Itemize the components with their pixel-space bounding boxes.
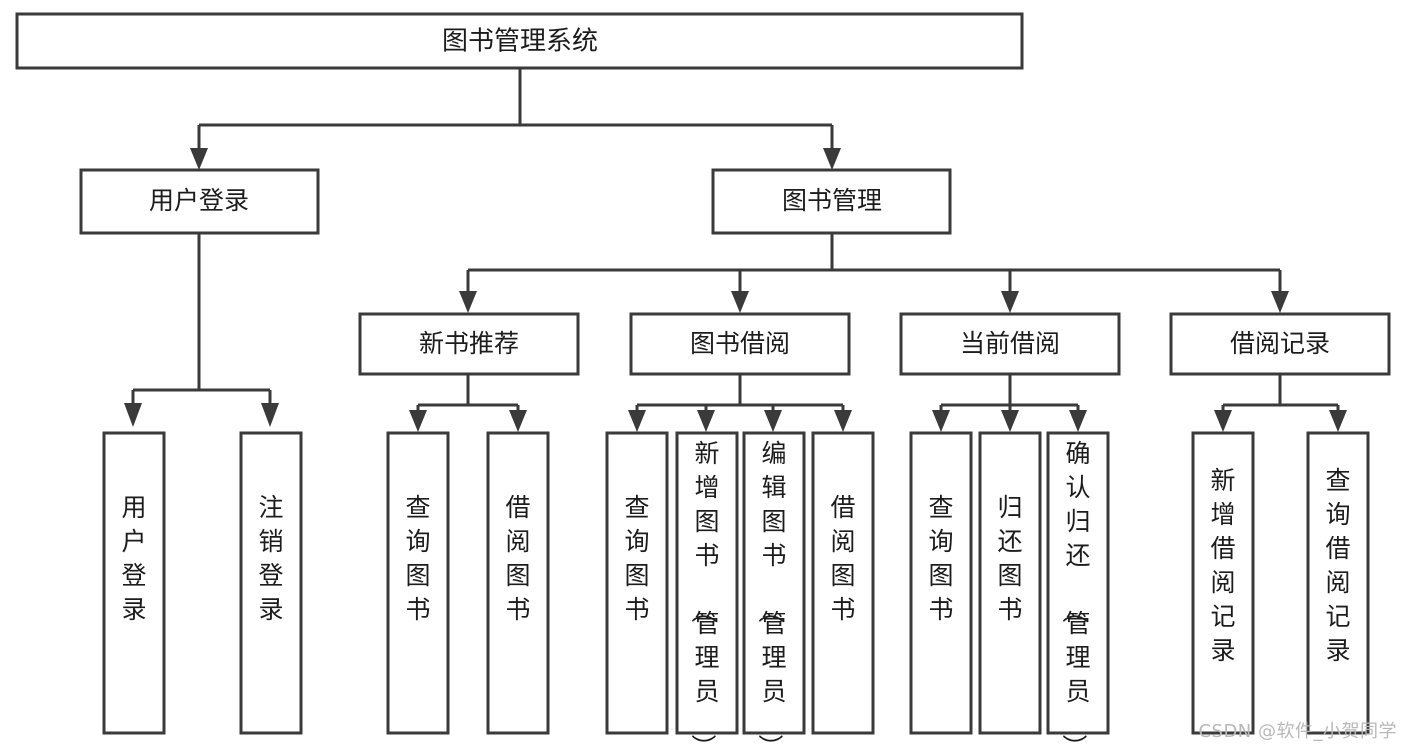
node-book-management[interactable]: 图书管理 — [711, 168, 952, 235]
leaf-return-book[interactable]: 归还图书 — [978, 431, 1042, 735]
arrow-head-leaf-return-book — [1001, 410, 1019, 432]
leaf-add-book-box[interactable] — [675, 431, 739, 735]
arrow-head-book-management — [823, 148, 841, 170]
leaf-add-book-label: 新增图书（管理员） — [688, 439, 719, 747]
node-borrow-record[interactable]: 借阅记录 — [1169, 312, 1391, 376]
arrow-head-leaf-add-record — [1214, 410, 1232, 432]
node-book-borrow-box[interactable] — [629, 312, 851, 376]
arrow-head-current-borrow — [1001, 291, 1019, 313]
connector-group-book-management — [459, 233, 1289, 313]
connector-group-current-borrow — [932, 374, 1087, 432]
arrow-head-leaf-borrow-book-1 — [509, 410, 527, 432]
leaf-query-book-3[interactable]: 查询图书 — [909, 431, 973, 735]
leaf-query-book-1-box[interactable] — [386, 431, 450, 735]
leaf-return-book-label: 归还图书 — [997, 493, 1022, 624]
leaf-confirm-return[interactable]: 确认归还（管理员） — [1046, 431, 1110, 747]
arrow-head-leaf-user-login — [124, 403, 142, 427]
leaf-query-book-2-label: 查询图书 — [624, 493, 649, 624]
arrow-head-leaf-add-book — [697, 410, 715, 432]
leaf-borrow-book-2[interactable]: 借阅图书 — [811, 431, 875, 735]
arrow-head-leaf-query-book-1 — [409, 410, 427, 432]
leaf-return-book-box[interactable] — [978, 431, 1042, 735]
leaf-borrow-book-2-box[interactable] — [811, 431, 875, 735]
leaf-query-book-1[interactable]: 查询图书 — [386, 431, 450, 735]
leaf-add-record-box[interactable] — [1191, 431, 1255, 735]
leaf-borrow-book-1[interactable]: 借阅图书 — [486, 431, 550, 735]
leaf-borrow-book-1-label: 借阅图书 — [505, 493, 530, 624]
leaf-query-record-box[interactable] — [1306, 431, 1370, 735]
node-book-management-box[interactable] — [711, 168, 952, 235]
leaf-logout-label: 注销登录 — [258, 493, 283, 624]
arrow-head-book-borrow — [731, 291, 749, 313]
leaf-edit-book[interactable]: 编辑图书（管理员） — [742, 431, 806, 747]
leaf-edit-book-box[interactable] — [742, 431, 806, 735]
node-book-management-label: 图书管理 — [782, 186, 882, 215]
arrow-head-leaf-logout — [261, 403, 279, 427]
connector-group-user-login — [124, 233, 279, 427]
node-root-box[interactable] — [15, 12, 1024, 70]
node-book-borrow[interactable]: 图书借阅 — [629, 312, 851, 376]
node-user-login-box[interactable] — [79, 168, 320, 235]
leaf-edit-book-label: 编辑图书（管理员） — [755, 439, 786, 747]
arrow-head-borrow-record — [1271, 291, 1289, 313]
node-current-borrow-label: 当前借阅 — [960, 329, 1060, 358]
arrow-head-leaf-query-book-2 — [628, 410, 646, 432]
node-borrow-record-label: 借阅记录 — [1230, 329, 1330, 358]
arrow-head-leaf-query-record — [1329, 410, 1347, 432]
leaf-user-login[interactable]: 用户登录 — [102, 431, 166, 735]
arrow-head-leaf-confirm-return — [1069, 410, 1087, 432]
node-user-login[interactable]: 用户登录 — [79, 168, 320, 235]
leaf-logout-box[interactable] — [239, 431, 303, 735]
node-current-borrow-box[interactable] — [899, 312, 1121, 376]
node-new-book-recommend-label: 新书推荐 — [419, 329, 519, 358]
leaf-query-book-3-label: 查询图书 — [928, 493, 953, 624]
leaf-query-book-3-box[interactable] — [909, 431, 973, 735]
connector-group-borrow-record — [1214, 374, 1347, 432]
leaf-query-record[interactable]: 查询借阅记录 — [1306, 431, 1370, 735]
connector-group-root — [190, 68, 841, 170]
node-root[interactable]: 图书管理系统 — [15, 12, 1024, 70]
leaf-borrow-book-1-box[interactable] — [486, 431, 550, 735]
node-new-book-recommend[interactable]: 新书推荐 — [358, 312, 580, 376]
leaf-add-record-label: 新增借阅记录 — [1210, 466, 1235, 665]
leaf-logout[interactable]: 注销登录 — [239, 431, 303, 735]
node-borrow-record-box[interactable] — [1169, 312, 1391, 376]
leaf-add-book[interactable]: 新增图书（管理员） — [675, 431, 739, 747]
leaf-query-book-1-label: 查询图书 — [405, 493, 430, 624]
connector-group-new-book-recommend — [409, 374, 527, 432]
node-current-borrow[interactable]: 当前借阅 — [899, 312, 1121, 376]
node-root-label: 图书管理系统 — [442, 27, 598, 57]
leaf-user-login-label: 用户登录 — [121, 493, 146, 624]
leaf-add-record[interactable]: 新增借阅记录 — [1191, 431, 1255, 735]
leaf-query-book-2[interactable]: 查询图书 — [605, 431, 669, 735]
arrow-head-leaf-borrow-book-2 — [834, 410, 852, 432]
arrow-head-new-book-recommend — [459, 291, 477, 313]
leaf-confirm-return-box[interactable] — [1046, 431, 1110, 735]
arrow-head-leaf-query-book-3 — [932, 410, 950, 432]
node-user-login-label: 用户登录 — [149, 186, 249, 215]
leaf-borrow-book-2-label: 借阅图书 — [830, 493, 855, 624]
node-book-borrow-label: 图书借阅 — [690, 329, 790, 358]
arrow-head-leaf-edit-book — [764, 410, 782, 432]
connector-group-book-borrow — [628, 374, 852, 432]
leaf-query-book-2-box[interactable] — [605, 431, 669, 735]
arrow-head-user-login — [190, 148, 208, 170]
leaf-query-record-label: 查询借阅记录 — [1325, 466, 1350, 665]
node-new-book-recommend-box[interactable] — [358, 312, 580, 376]
leaf-user-login-box[interactable] — [102, 431, 166, 735]
leaf-confirm-return-label: 确认归还（管理员） — [1059, 439, 1090, 747]
